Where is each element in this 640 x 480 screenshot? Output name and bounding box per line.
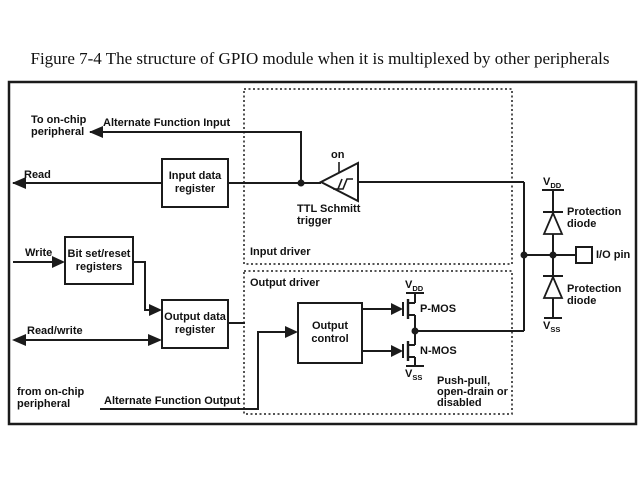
alternate-function-output-label: Alternate Function Output [104, 395, 241, 407]
read-label: Read [24, 169, 51, 181]
nmos-gate-arrow-icon [391, 345, 403, 357]
output-control-label: Output control [311, 320, 349, 345]
bsr-connector-arrow-icon [149, 304, 162, 316]
figure-title: Figure 7-4 The structure of GPIO module … [30, 49, 610, 68]
alternate-function-input-label: Alternate Function Input [103, 117, 231, 129]
vss-label-diode: VSS [543, 320, 561, 335]
vdd-label-diode: VDD [543, 176, 562, 191]
main-box-border [7, 80, 638, 426]
io-pin-label: I/O pin [596, 249, 631, 261]
afo-arrow-icon [285, 326, 298, 338]
trigger-enable-label: on [331, 149, 345, 161]
input-data-register-box [161, 158, 229, 208]
read-arrow-icon [12, 177, 26, 189]
ttl-schmitt-trigger-label: TTL Schmitt trigger [297, 203, 361, 227]
protection-diode-top-symbol [542, 189, 564, 252]
write-arrow-icon [52, 256, 65, 268]
input-driver-label: Input driver [250, 246, 311, 258]
junction-dot [297, 179, 305, 187]
protection-diode-top-label: Protection diode [567, 206, 622, 230]
junction-dot [549, 251, 557, 259]
from-on-chip-peripheral-label: from on-chip peripheral [17, 386, 85, 410]
pmos-gate-arrow-icon [391, 303, 403, 315]
protection-diode-bottom-label: Protection diode [567, 283, 622, 307]
read-write-label: Read/write [27, 325, 83, 337]
read-write-left-arrow-icon [12, 334, 26, 346]
input-driver-box [243, 88, 513, 265]
output-data-register-box [161, 299, 229, 349]
bsr-to-odr-connector [133, 261, 150, 311]
write-label: Write [25, 247, 53, 259]
junction-dot [520, 251, 528, 259]
vss-label-mos: VSS [405, 368, 423, 383]
afi-arrow-icon [89, 126, 103, 138]
hysteresis-edge-icon [337, 178, 343, 190]
protection-diode-bottom-symbol [542, 258, 564, 319]
to-on-chip-peripheral-label: To on-chip peripheral [31, 114, 87, 138]
output-driver-label: Output driver [250, 277, 320, 289]
read-write-right-arrow-icon [148, 334, 162, 346]
io-pin-square [575, 246, 593, 264]
output-data-register-label: Output data register [164, 311, 226, 336]
input-data-register-label: Input data register [168, 170, 222, 195]
bit-set-reset-registers-label: Bit set/reset registers [67, 247, 131, 273]
nmos-symbol [362, 331, 424, 367]
output-control-box [297, 302, 363, 364]
output-driver-box [243, 270, 513, 415]
schmitt-trigger-symbol [318, 161, 359, 203]
nmos-label: N-MOS [420, 345, 457, 357]
pmos-symbol [362, 292, 424, 331]
output-mode-note: Push-pull, open-drain or disabled [437, 375, 508, 409]
alternate-function-output-line [100, 331, 286, 410]
alternate-function-input-line [90, 131, 302, 183]
vdd-label-mos: VDD [405, 279, 424, 294]
pmos-label: P-MOS [420, 303, 457, 315]
bit-set-reset-registers-box [64, 236, 134, 285]
